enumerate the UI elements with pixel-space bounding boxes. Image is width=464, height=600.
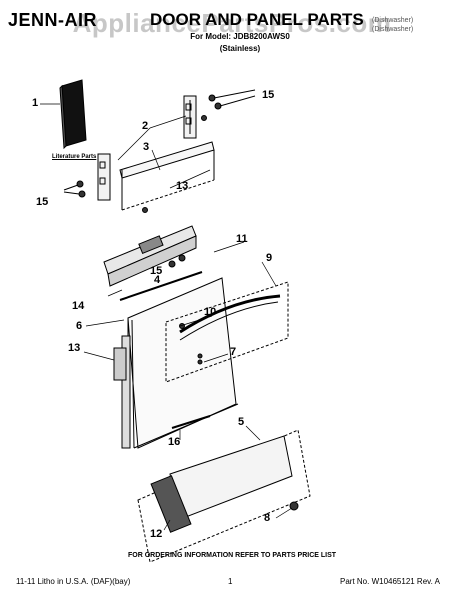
insulation-pad — [113, 347, 127, 381]
callout-1: 1 — [32, 97, 39, 109]
page-title: DOOR AND PANEL PARTS — [150, 10, 364, 29]
literature-parts-label: Literature Parts — [52, 154, 97, 160]
panel-seal — [119, 271, 203, 301]
callout-11: 11 — [236, 233, 248, 245]
door-strip — [171, 415, 211, 429]
control-panel-assembly — [103, 225, 197, 287]
finish-line: (Stainless) — [219, 44, 261, 53]
handle-assembly-box — [165, 281, 289, 383]
callout-15-left: 15 — [36, 196, 49, 208]
footer-part-number: Part No. W10465121 Rev. A — [340, 577, 440, 586]
callout-5: 5 — [238, 416, 245, 428]
callout-15-mid: 15 — [150, 265, 163, 277]
model-line: For Model: JDB8200AWS0 — [190, 32, 290, 41]
product-type: (Dishwasher) (Dishwasher) — [372, 16, 413, 34]
callout-16: 16 — [168, 436, 181, 448]
ordering-note: FOR ORDERING INFORMATION REFER TO PARTS … — [127, 552, 337, 559]
callout-13-left: 13 — [68, 342, 81, 354]
callout-6: 6 — [76, 320, 83, 332]
product-line-2: (Dishwasher) — [372, 26, 414, 33]
leader-lines — [40, 103, 293, 531]
left-hinge-bracket — [63, 153, 111, 201]
callout-3: 3 — [143, 141, 150, 153]
right-hinge-bracket — [183, 95, 197, 139]
brand-logo: JENN-AIR — [8, 10, 98, 30]
callout-8: 8 — [264, 512, 271, 524]
toe-panel-box — [137, 429, 311, 563]
literature-booklet — [59, 79, 87, 150]
callout-13-top: 13 — [176, 180, 189, 192]
footer-page-number: 1 — [228, 577, 233, 586]
screws-upper — [201, 89, 256, 121]
callout-12: 12 — [150, 528, 163, 540]
callout-4: 4 — [154, 274, 161, 286]
callout-15-top: 15 — [262, 89, 275, 101]
callout-9: 9 — [266, 252, 273, 264]
door-panel — [121, 277, 239, 449]
callout-14: 14 — [72, 300, 85, 312]
footer-litho: 11-11 Litho in U.S.A. (DAF)(bay) — [16, 577, 131, 586]
callout-10: 10 — [204, 306, 217, 318]
access-panel-strip — [119, 141, 215, 213]
callout-2: 2 — [142, 120, 149, 132]
callout-7: 7 — [230, 346, 237, 358]
product-line-1: (Dishwasher) — [372, 17, 414, 24]
